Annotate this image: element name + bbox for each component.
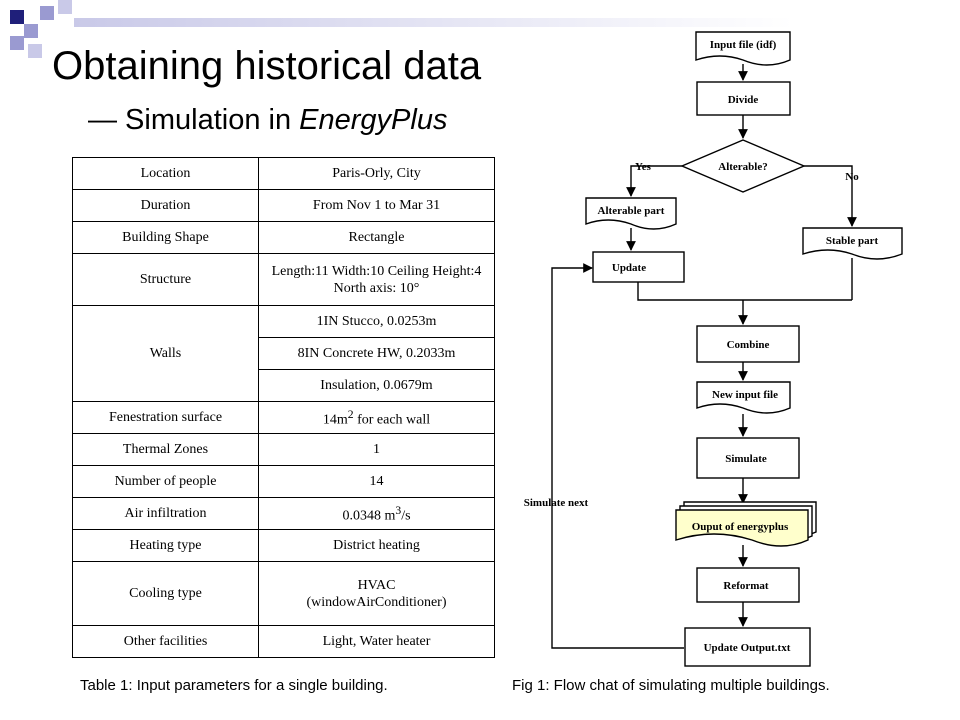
node-divide bbox=[696, 81, 791, 116]
param-value: Length:11 Width:10 Ceiling Height:4 Nort… bbox=[258, 253, 495, 306]
node-combine bbox=[696, 325, 800, 363]
loop-label: Simulate next bbox=[524, 497, 589, 509]
table-row: Fenestration surface 14m2 for each wall bbox=[72, 401, 495, 434]
node-reformat-label: Reformat bbox=[723, 580, 769, 592]
node-stable-part bbox=[802, 227, 903, 260]
table-row: 8IN Concrete HW, 0.2033m bbox=[73, 337, 495, 370]
param-label: Cooling type bbox=[72, 561, 259, 626]
node-update-output-label: Update Output.txt bbox=[704, 642, 791, 654]
decor-square-light-1 bbox=[24, 24, 38, 38]
node-input-file-label: Input file (idf) bbox=[710, 39, 777, 51]
decor-square-light-3 bbox=[10, 36, 24, 50]
node-new-input-file-label: New input file bbox=[712, 389, 778, 401]
table-row: Thermal Zones 1 bbox=[72, 433, 495, 466]
table-row: Walls 1IN Stucco, 0.0253m bbox=[72, 305, 495, 402]
node-update-output bbox=[684, 627, 811, 667]
table-row: Location Paris-Orly, City bbox=[72, 157, 495, 190]
node-alterable-part-label: Alterable part bbox=[598, 205, 665, 217]
table-row: Structure Length:11 Width:10 Ceiling Hei… bbox=[72, 253, 495, 306]
param-value: HVAC(windowAirConditioner) bbox=[258, 561, 495, 626]
param-label: Thermal Zones bbox=[72, 433, 259, 466]
value-tail: /s bbox=[401, 508, 411, 524]
node-update-label: Update bbox=[612, 262, 646, 274]
table-row: Air infiltration 0.0348 m3/s bbox=[72, 497, 495, 530]
node-input-file bbox=[695, 31, 791, 66]
table-row: Duration From Nov 1 to Mar 31 bbox=[72, 189, 495, 222]
node-output-label: Ouput of energyplus bbox=[692, 521, 789, 533]
table-row: Cooling type HVAC(windowAirConditioner) bbox=[72, 561, 495, 626]
value-line-1: HVAC bbox=[357, 577, 396, 593]
param-value: 1IN Stucco, 0.0253m bbox=[258, 305, 495, 338]
figure-caption: Fig 1: Flow chat of simulating multiple … bbox=[512, 677, 830, 694]
param-value: Rectangle bbox=[258, 221, 495, 254]
node-simulate-label: Simulate bbox=[725, 453, 767, 465]
param-label: Other facilities bbox=[72, 625, 259, 658]
param-value: 1 bbox=[258, 433, 495, 466]
slide-title: Obtaining historical data bbox=[52, 44, 482, 88]
node-new-input-file bbox=[696, 381, 791, 414]
node-combine-label: Combine bbox=[727, 339, 770, 351]
subtitle-prefix: — Simulation in bbox=[88, 104, 300, 136]
param-label: Walls bbox=[72, 305, 259, 402]
value-superscript: 3 bbox=[395, 504, 402, 518]
param-value: Light, Water heater bbox=[258, 625, 495, 658]
value-main: 14m bbox=[322, 412, 348, 428]
edge-yes-label: Yes bbox=[635, 161, 652, 173]
edge-no-label: No bbox=[845, 171, 859, 183]
value-tail: for each wall bbox=[353, 412, 431, 428]
value-line-2: (windowAirConditioner) bbox=[306, 594, 447, 610]
edge-update-combine-left bbox=[637, 282, 852, 301]
param-label: Building Shape bbox=[72, 221, 259, 254]
param-label: Heating type bbox=[72, 529, 259, 562]
decor-bar-gradient bbox=[74, 18, 794, 27]
table-row: Insulation, 0.0679m bbox=[73, 369, 495, 402]
table-row: Building Shape Rectangle bbox=[72, 221, 495, 254]
param-value: Insulation, 0.0679m bbox=[258, 369, 495, 402]
node-reformat bbox=[696, 567, 800, 603]
decor-square-dark-1 bbox=[10, 10, 24, 24]
value-superscript: 2 bbox=[347, 408, 354, 422]
decor-square-light-2 bbox=[40, 6, 54, 20]
edge-loop-simulate-next bbox=[551, 263, 684, 649]
param-value: 8IN Concrete HW, 0.2033m bbox=[258, 337, 495, 370]
param-value: From Nov 1 to Mar 31 bbox=[258, 189, 495, 222]
edge-decision-stable bbox=[804, 165, 857, 227]
param-value: District heating bbox=[258, 529, 495, 562]
node-decision bbox=[680, 139, 806, 193]
node-stable-part-label: Stable part bbox=[826, 235, 879, 247]
edge-decision-alterable bbox=[626, 165, 682, 197]
param-label: Fenestration surface bbox=[72, 401, 259, 434]
param-label: Air infiltration bbox=[72, 497, 259, 530]
subtitle-emphasis: EnergyPlus bbox=[299, 104, 448, 136]
node-simulate bbox=[696, 437, 800, 479]
value-main: 0.0348 m bbox=[342, 508, 396, 524]
param-value: 14 bbox=[258, 465, 495, 498]
decor-square-pale-1 bbox=[58, 0, 72, 14]
node-update bbox=[592, 251, 685, 283]
slide-subtitle: — Simulation in EnergyPlus bbox=[88, 100, 447, 140]
table-row: Heating type District heating bbox=[72, 529, 495, 562]
node-divide-label: Divide bbox=[728, 94, 759, 106]
table-row: Number of people 14 bbox=[72, 465, 495, 498]
input-parameters-table: Location Paris-Orly, City Duration From … bbox=[72, 157, 495, 658]
table-caption: Table 1: Input parameters for a single b… bbox=[80, 677, 388, 694]
decor-square-pale-2 bbox=[28, 44, 42, 58]
param-label: Number of people bbox=[72, 465, 259, 498]
node-alterable-part bbox=[585, 197, 677, 230]
table-row: Other facilities Light, Water heater bbox=[72, 625, 495, 658]
node-decision-label: Alterable? bbox=[718, 161, 767, 173]
param-value: 14m2 for each wall bbox=[258, 401, 495, 434]
param-value: 0.0348 m3/s bbox=[258, 497, 495, 530]
node-output bbox=[675, 509, 809, 547]
